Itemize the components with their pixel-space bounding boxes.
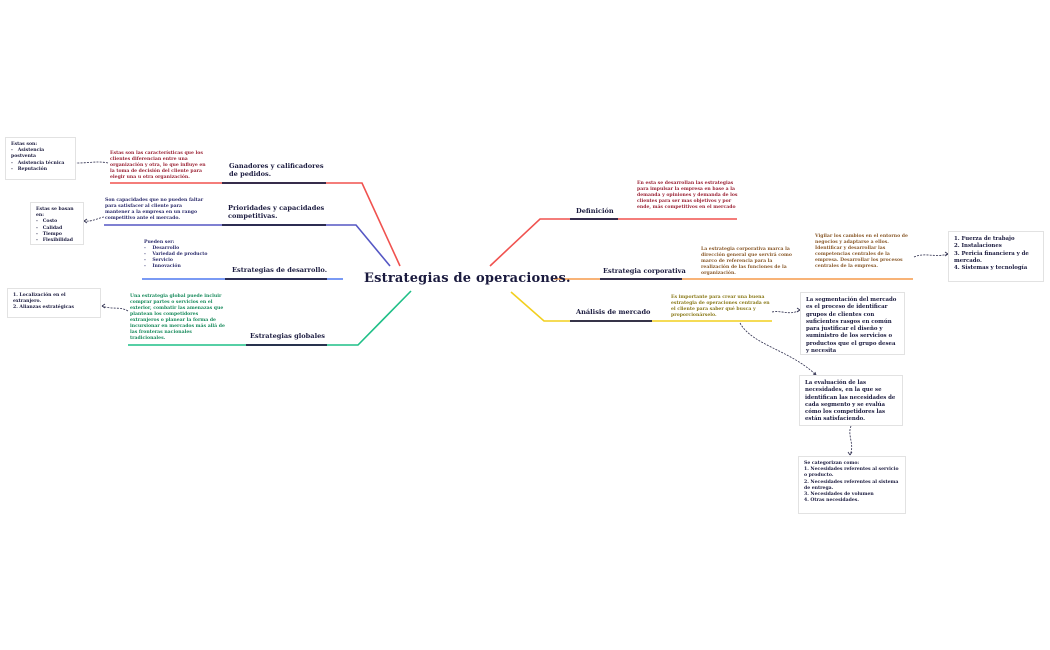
list-item: 2. Necesidades referentes al sistema de … xyxy=(804,479,899,491)
topic-estrategias-desarrollo[interactable]: Estrategias de desarrollo. xyxy=(232,266,327,274)
list-item: - Flexibilidad xyxy=(36,237,73,243)
list-item: 1. Necesidades referentes al servicio o … xyxy=(804,467,899,479)
topic-analisis-mercado[interactable]: Análisis de mercado xyxy=(576,308,651,316)
list-item: - Desarrollo xyxy=(144,245,180,251)
box-ganadores-items[interactable]: Estas son: - Asistencia postventa - Asis… xyxy=(5,137,76,180)
note-analisis: Es importante para crear una buena estra… xyxy=(671,295,770,318)
list-item: 1. Localización en el extranjero. xyxy=(13,293,66,305)
box-globales-items[interactable]: 1. Localización en el extranjero. 2. Ali… xyxy=(7,288,101,318)
note-globales: Una estrategia global puede incluir comp… xyxy=(130,294,225,341)
list-item: 3. Necesidades de volumen xyxy=(804,491,874,497)
central-topic[interactable]: Estrategias de operaciones. xyxy=(364,271,571,286)
note-desarrollo: Pueden ser: - Desarrollo - Variedad de p… xyxy=(144,240,224,270)
list-item: 1. Fuerza de trabajo xyxy=(954,236,1015,242)
branch-line-prioridades xyxy=(104,224,391,267)
branch-line-definicion xyxy=(489,218,737,267)
list-item: - Variedad de producto xyxy=(144,251,208,257)
list-item: - Asistencia postventa xyxy=(11,148,45,160)
box-prioridades-items[interactable]: Estas se basan en: - Costo - Calidad - T… xyxy=(30,202,84,245)
box-heading: Estas son: xyxy=(11,142,38,147)
list-item: - Innovación xyxy=(144,263,181,269)
topic-definicion[interactable]: Definición xyxy=(576,207,614,215)
list-item: 2. Alianzas estratégicas xyxy=(13,305,74,311)
list-item: 4. Otras necesidades. xyxy=(804,498,859,504)
relation-arrow-segmentacion xyxy=(771,309,801,314)
branch-line-analisis xyxy=(510,291,772,322)
list-item: - Reputación xyxy=(11,166,48,172)
relation-arrow-categorias xyxy=(849,425,853,456)
topic-prioridades-capacidades[interactable]: Prioridades y capacidades competitivas. xyxy=(228,204,325,221)
branch-line-globales xyxy=(128,290,412,346)
box-heading: Estas se basan en: xyxy=(36,207,74,219)
topic-ganadores-calificadores[interactable]: Ganadores y calificadores de pedidos. xyxy=(229,162,324,179)
relation-arrow-evaluacion xyxy=(739,322,817,376)
relation-arrow-prioridades xyxy=(83,216,105,222)
topic-estrategia-corporativa[interactable]: Estrategia corporativa xyxy=(603,267,686,275)
list-item: 3. Pericia financiera y de mercado. xyxy=(954,250,1029,264)
box-segmentacion[interactable]: La segmentación del mercado es el proces… xyxy=(800,292,905,355)
relation-arrow-ganadores xyxy=(65,161,109,164)
box-heading: Se categorizan como: xyxy=(804,461,860,466)
list-item: 4. Sistemas y tecnología xyxy=(954,265,1028,272)
list-item: - Asistencia técnica xyxy=(11,160,65,166)
list-item: - Tiempo xyxy=(36,231,62,237)
note-definicion: En esta se desarrollan las estrategias p… xyxy=(637,181,738,210)
box-corporativa-items[interactable]: 1. Fuerza de trabajo 2. Instalaciones 3.… xyxy=(948,231,1044,282)
note-corporativa: La estrategia corporativa marca la direc… xyxy=(701,247,792,276)
list-item: - Servicio xyxy=(144,257,173,263)
list-item: - Calidad xyxy=(36,225,63,231)
list-item: 2. Instalaciones xyxy=(954,243,1002,250)
branch-line-ganadores xyxy=(110,182,401,267)
note-ganadores: Estas son las características que los cl… xyxy=(110,151,206,180)
subnote-corporativa: Vigilar los cambios en el entorno de neg… xyxy=(815,234,908,269)
box-evaluacion-necesidades[interactable]: La evaluación de las necesidades, en la … xyxy=(799,375,903,426)
topic-estrategias-globales[interactable]: Estrategias globales xyxy=(250,332,325,340)
relation-arrow-corporativa xyxy=(913,253,949,258)
list-item: - Costo xyxy=(36,219,58,225)
box-categorias-necesidades[interactable]: Se categorizan como: 1. Necesidades refe… xyxy=(798,456,906,514)
relation-arrow-globales xyxy=(101,305,129,312)
note-prioridades: Son capacidades que no pueden faltar par… xyxy=(105,198,204,221)
